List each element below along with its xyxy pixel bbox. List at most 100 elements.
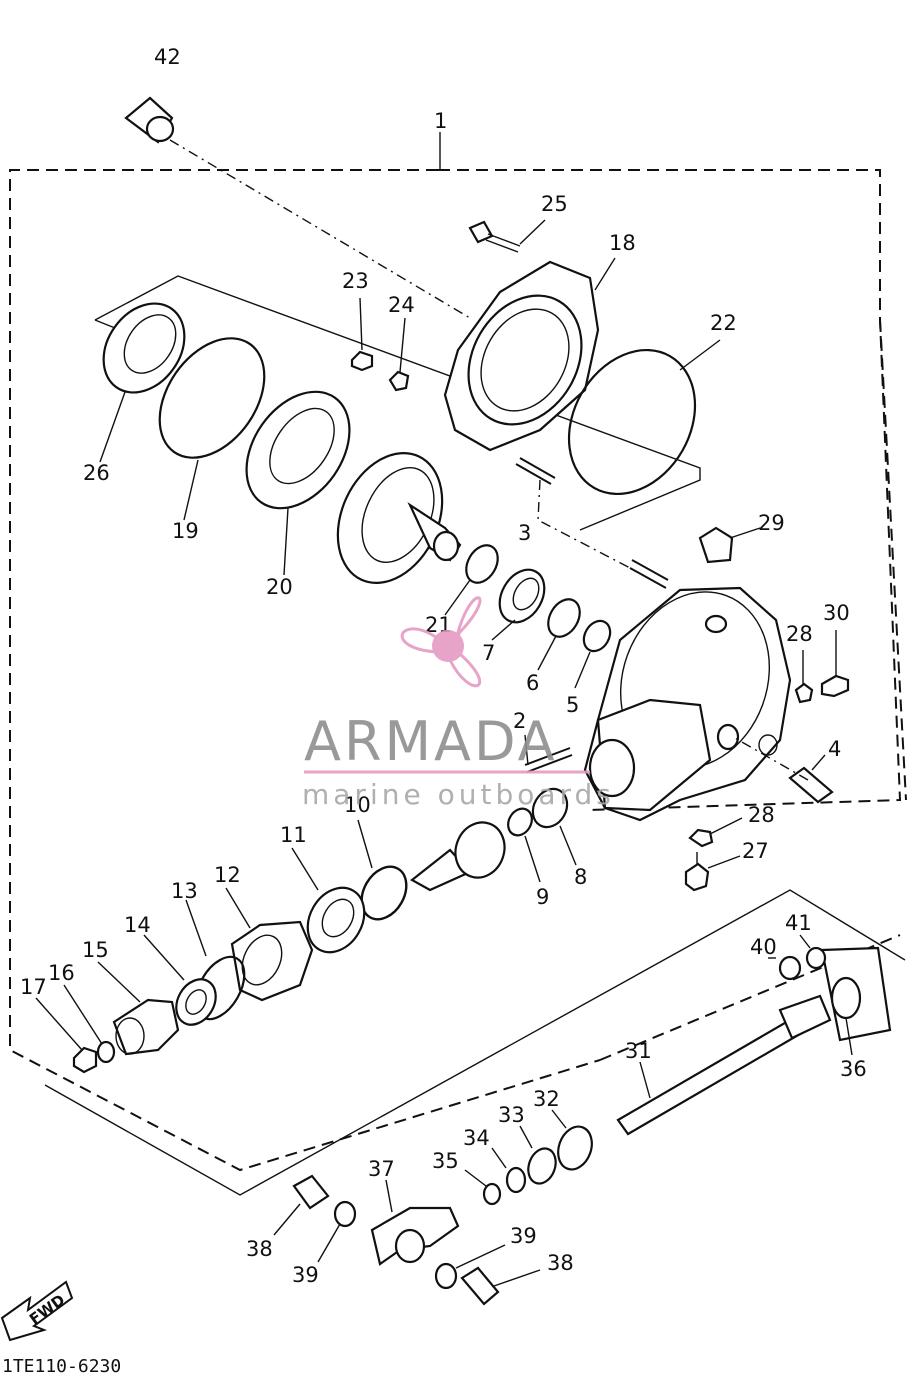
part-40-washer [778, 955, 802, 981]
callout-31: 31 [625, 1039, 652, 1063]
part-11-bearing [306, 886, 366, 954]
watermark-tagline: marine outboards [302, 778, 615, 811]
part-28-nut-upper [794, 682, 814, 704]
part-17-nut [72, 1046, 98, 1074]
part-38-bushing-right [460, 1266, 500, 1306]
part-33-washer [527, 1147, 557, 1185]
part-2-stud [524, 747, 573, 773]
part-14-oil-seal [175, 978, 217, 1026]
leader-9 [524, 835, 541, 883]
callout-19: 19 [172, 519, 199, 543]
callout-34: 34 [463, 1126, 490, 1150]
callout-11: 11 [280, 823, 307, 847]
callout-37: 37 [368, 1157, 395, 1181]
part-34-washer [505, 1166, 527, 1194]
callout-2: 2 [513, 709, 526, 733]
leader-39-left [317, 1223, 341, 1263]
callout-41: 41 [785, 911, 812, 935]
part-35-clip [482, 1182, 502, 1206]
callout-23: 23 [342, 269, 369, 293]
diagram-code: 1TE110-6230 [2, 1356, 121, 1376]
part-20-bearing [245, 390, 351, 510]
leader-18 [594, 257, 616, 291]
subassembly-outline-upper [94, 275, 701, 531]
subassembly-outline-lower [44, 889, 906, 1196]
callout-40: 40 [750, 935, 777, 959]
propeller-logo-icon [400, 596, 482, 688]
leader-41 [799, 934, 811, 949]
callout-15: 15 [82, 938, 109, 962]
callout-36: 36 [840, 1057, 867, 1081]
leader-42 [169, 139, 471, 319]
leader-14 [143, 934, 185, 981]
callout-38-left: 38 [246, 1237, 273, 1261]
part-10-shim [360, 865, 408, 921]
leader-4-dashed [734, 737, 809, 781]
leader-28-lower [709, 817, 743, 835]
callout-32: 32 [533, 1087, 560, 1111]
callout-38-right: 38 [547, 1251, 574, 1275]
leader-29 [729, 527, 761, 539]
part-22-o-ring [567, 348, 697, 496]
part-36-spring [820, 946, 892, 1042]
leader-22 [679, 339, 721, 371]
callout-16: 16 [48, 961, 75, 985]
part-3-stud [515, 457, 669, 589]
leader-21 [444, 579, 471, 616]
part-27-plug [684, 852, 710, 892]
part-42-bushing [124, 96, 175, 144]
leader-12 [225, 887, 251, 929]
part-pinion-gear [410, 821, 506, 892]
leader-34 [491, 1147, 507, 1169]
callout-27: 27 [742, 839, 769, 863]
leader-35 [464, 1169, 487, 1187]
leader-31 [639, 1061, 651, 1099]
part-25-bolt [468, 220, 521, 253]
callout-3: 3 [518, 521, 531, 545]
part-16-washer [96, 1040, 116, 1064]
part-31-drive-shaft [616, 994, 832, 1136]
leader-25 [519, 219, 546, 245]
leader-37 [385, 1179, 393, 1213]
callout-18: 18 [609, 231, 636, 255]
watermark-brand: ARMADA [304, 710, 558, 773]
part-4-pin [788, 766, 834, 804]
part-5-collar [582, 619, 612, 653]
callout-39-left: 39 [292, 1263, 319, 1287]
leader-23 [359, 297, 363, 351]
leader-32 [551, 1109, 567, 1129]
part-8-bearing [531, 787, 569, 829]
part-38-bushing-left [292, 1174, 330, 1210]
callout-29: 29 [758, 511, 785, 535]
callout-14: 14 [124, 913, 151, 937]
leader-33 [519, 1125, 533, 1149]
leader-39-right [455, 1244, 506, 1269]
callout-group-1: 1 [434, 109, 447, 133]
part-18-bearing-housing [443, 260, 600, 452]
leader-8 [559, 825, 577, 866]
part-28-nut-lower [688, 828, 714, 848]
leader-27 [707, 855, 741, 869]
part-23-nut [350, 350, 374, 372]
callout-5: 5 [566, 693, 579, 717]
callout-28-lower: 28 [748, 803, 775, 827]
leader-38-left [273, 1203, 301, 1236]
leader-26 [99, 391, 126, 463]
callout-17: 17 [20, 975, 47, 999]
callout-26: 26 [83, 461, 110, 485]
leader-15 [97, 961, 141, 1003]
part-29-cap [698, 526, 734, 564]
leader-11 [291, 847, 319, 891]
part-41-nut [805, 946, 827, 970]
part-21-shim [465, 544, 499, 584]
watermark: ARMADA marine outboards [302, 596, 615, 811]
leader-2 [524, 734, 529, 766]
leader-36 [845, 1017, 853, 1056]
leader-10 [357, 819, 373, 869]
part-37-universal-joint [370, 1206, 460, 1266]
leader-16 [63, 984, 103, 1045]
callout-20: 20 [266, 575, 293, 599]
leader-4 [811, 754, 826, 771]
callout-7: 7 [482, 641, 495, 665]
part-15-boot [112, 998, 180, 1056]
